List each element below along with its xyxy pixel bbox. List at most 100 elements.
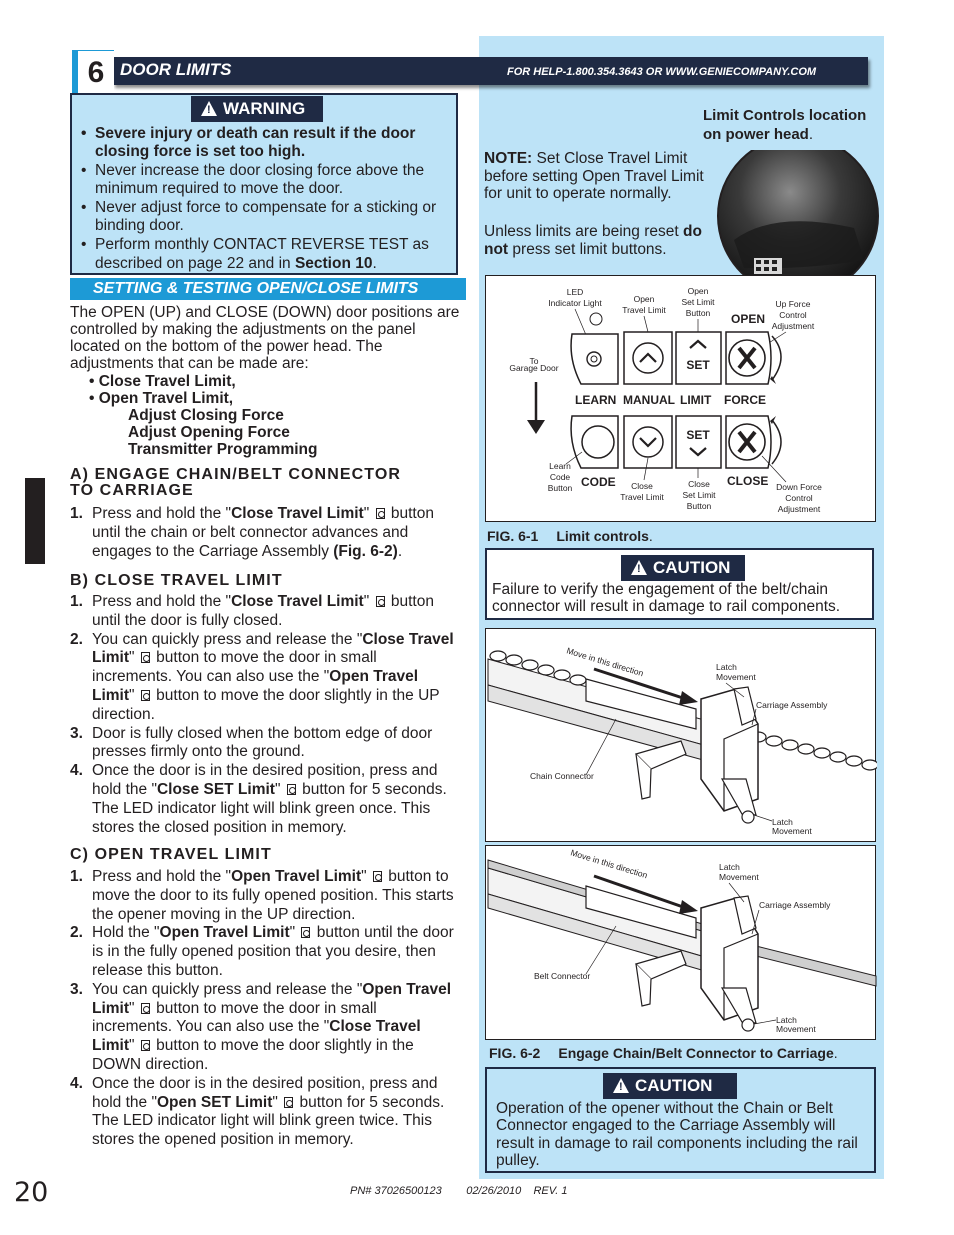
list-item: Never increase the door closing force ab… (72, 162, 452, 199)
learn-code-label: Code (550, 472, 571, 482)
adjustment-item: Transmitter Programming (128, 441, 318, 458)
belt-connector-figure: Move in this direction Latch Movement Ca… (485, 845, 877, 1040)
learn-code-label: Button (548, 483, 573, 493)
list-item: 2. You can quickly press and release the… (70, 630, 454, 723)
close-set-label: Set Limit (682, 490, 716, 500)
chevron-up-icon (639, 352, 657, 363)
set-label: SET (686, 358, 710, 372)
open-travel-limit-button (623, 331, 673, 385)
button-icon (375, 508, 385, 519)
help-line: FOR HELP-1.800.354.3643 OR WWW.GENIECOMP… (507, 66, 817, 78)
limit-controls-figure: LED Indicator Light Open Travel Limit Op… (485, 275, 876, 522)
open-travel-label: Open (634, 294, 655, 304)
button-icon (284, 1096, 294, 1108)
up-force-label: Up Force (776, 299, 811, 309)
adjustment-item: • Open Travel Limit, (89, 390, 234, 407)
up-force-label: Control (779, 310, 807, 320)
warning-list: Severe injury or death can result if the… (72, 125, 452, 273)
caution-text: Operation of the opener without the Chai… (496, 1100, 858, 1169)
list-item: 1. Press and hold the "Open Travel Limit… (70, 868, 454, 923)
section-a-heading-line2: TO CARRIAGE (70, 482, 194, 499)
belt-connector-diagram: Move in this direction Latch Movement Ca… (487, 847, 877, 1034)
close-set-limit-button (675, 415, 722, 469)
learn-label: LEARN (575, 393, 616, 407)
limit-location-label: Limit Controls location on power head. (703, 107, 867, 143)
close-travel-label: Close (631, 481, 653, 491)
close-set-label: Button (687, 501, 712, 511)
list-item: 1. Press and hold the "Close Travel Limi… (70, 505, 434, 560)
latch-label: Latch (716, 662, 737, 672)
to-garage-label: To (530, 356, 539, 366)
button-icon (140, 652, 150, 664)
open-label: OPEN (731, 312, 765, 326)
chevron-down-icon (639, 437, 657, 448)
power-head-photo (717, 150, 879, 280)
latch-label: Latch (719, 862, 740, 872)
header-bar (113, 57, 868, 85)
limit-controls-diagram: LED Indicator Light Open Travel Limit Op… (509, 286, 822, 514)
up-force-label: Adjustment (772, 321, 815, 331)
section-b-steps: 1. Press and hold the "Close Travel Limi… (70, 593, 460, 837)
chain-connector-figure: Move in this direction Latch Movement Ca… (485, 628, 879, 842)
connector-label: Belt Connector (534, 971, 590, 981)
section-a-steps: 1. Press and hold the "Close Travel Limi… (70, 505, 460, 561)
open-travel-label: Travel Limit (622, 305, 666, 315)
list-item: 1. Press and hold the "Close Travel Limi… (70, 593, 434, 629)
close-set-label: Close (688, 479, 710, 489)
down-force-label: Down Force (776, 482, 822, 492)
open-set-label: Set Limit (681, 297, 715, 307)
button-icon (140, 1040, 150, 1052)
latch-label: Movement (776, 1024, 816, 1034)
list-item: Perform monthly CONTACT REVERSE TEST as … (72, 236, 452, 273)
button-icon (286, 783, 296, 795)
adjustment-item: • Close Travel Limit, (89, 373, 236, 390)
page-number: 20 (14, 1177, 49, 1208)
to-garage-label: Garage Door (509, 363, 558, 373)
led-glyph-icon (589, 312, 603, 326)
note-paragraph: NOTE: Set Close Travel Limit before sett… (484, 150, 704, 202)
warning-triangle-icon (631, 560, 647, 575)
move-direction-label: Move in this direction (569, 847, 649, 880)
chevron-up-icon (689, 339, 707, 349)
section-a-heading: A) ENGAGE CHAIN/BELT CONNECTOR (70, 466, 402, 483)
connector-label: Chain Connector (530, 771, 594, 781)
intro-paragraph: The OPEN (UP) and CLOSE (DOWN) door posi… (70, 304, 460, 373)
limit-label: LIMIT (680, 393, 712, 407)
close-label: CLOSE (727, 474, 768, 488)
carriage-label: Carriage Assembly (759, 900, 831, 910)
open-set-label: Button (686, 308, 711, 318)
button-icon (372, 871, 382, 882)
warning-label: WARNING (223, 99, 306, 118)
caution-badge: ! CAUTION (621, 555, 745, 581)
warning-badge: ! WARNING (191, 96, 323, 122)
button-icon (301, 927, 311, 939)
list-item: 4. Once the door is in the desired posit… (70, 1074, 445, 1149)
caution-text: Failure to verify the engagement of the … (492, 581, 841, 616)
led-label: LED (567, 287, 584, 297)
chain-connector-diagram: Move in this direction Latch Movement Ca… (487, 645, 879, 836)
force-label: FORCE (724, 393, 766, 407)
section-b-heading: B) CLOSE TRAVEL LIMIT (70, 572, 283, 589)
manual-label: MANUAL (623, 393, 675, 407)
latch-label: Latch (776, 1015, 797, 1025)
chapter-tab (25, 478, 45, 564)
page-title: DOOR LIMITS (120, 60, 232, 79)
footer-part-number: PN# 37026500123 02/26/2010 REV. 1 (350, 1185, 568, 1197)
adjustment-item: Adjust Opening Force (128, 424, 290, 441)
down-force-label: Adjustment (778, 504, 821, 514)
carriage-label: Carriage Assembly (756, 700, 828, 710)
list-item: Never adjust force to compensate for a s… (72, 199, 452, 236)
section-c-heading: C) OPEN TRAVEL LIMIT (70, 846, 272, 863)
section-number: 6 (78, 51, 114, 94)
warning-triangle-icon (613, 1078, 629, 1093)
open-set-label: Open (688, 286, 709, 296)
chevron-down-icon (689, 447, 707, 457)
list-item: 3. Door is fully closed when the bottom … (70, 724, 433, 761)
learn-code-label: Learn (549, 461, 571, 471)
latch-label: Movement (716, 672, 756, 682)
adjustment-item: Adjust Closing Force (128, 407, 284, 424)
list-item: 3. You can quickly press and release the… (70, 980, 452, 1073)
warning-triangle-icon (201, 101, 217, 116)
